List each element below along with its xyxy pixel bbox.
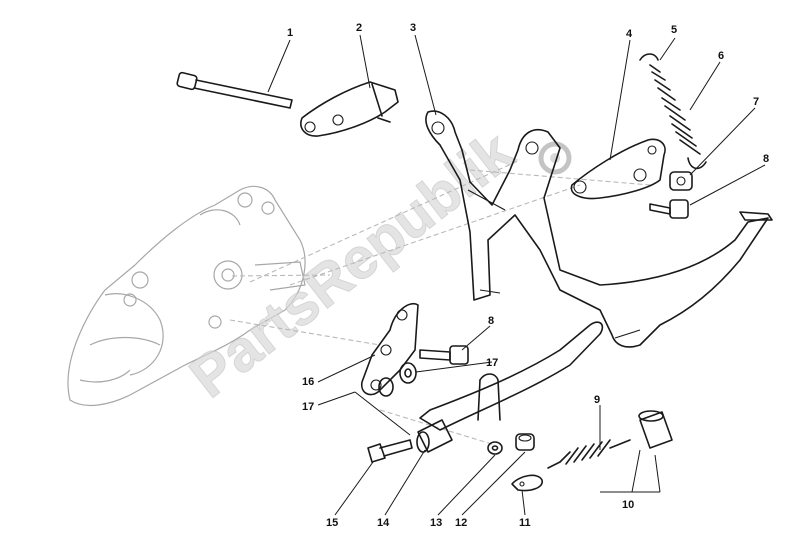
part-1-long-bolt xyxy=(176,71,293,109)
part-8-bolt-lower xyxy=(419,345,469,365)
callout-1: 1 xyxy=(287,27,293,39)
part-4-plate xyxy=(570,138,666,200)
callout-13: 13 xyxy=(430,517,442,529)
side-stand-leg xyxy=(419,321,604,431)
callout-9: 9 xyxy=(594,394,600,406)
callout-5: 5 xyxy=(671,24,677,36)
part-2-bracket xyxy=(300,81,399,137)
part-5-6-spring xyxy=(639,53,707,170)
watermark-gear-icon xyxy=(538,141,572,175)
part-9-spring xyxy=(547,439,631,469)
callout-2: 2 xyxy=(356,22,362,34)
part-7-nut xyxy=(669,171,693,191)
watermark-text: PartsRepublik xyxy=(178,118,526,410)
part-16-sidestand-bracket xyxy=(360,303,419,396)
callout-16: 16 xyxy=(302,376,314,388)
part-12-bush xyxy=(515,433,535,451)
engine-case-outline xyxy=(67,185,306,406)
callout-6: 6 xyxy=(718,50,724,62)
callout-3: 3 xyxy=(410,22,416,34)
callout-17-right: 17 xyxy=(486,357,498,369)
callout-17-left: 17 xyxy=(302,401,314,413)
callout-10: 10 xyxy=(622,499,634,511)
callout-15: 15 xyxy=(326,517,338,529)
callout-7: 7 xyxy=(753,96,759,108)
part-15-pin xyxy=(367,439,413,463)
callout-4: 4 xyxy=(626,28,633,40)
callout-14: 14 xyxy=(377,517,390,529)
callout-8-lower: 8 xyxy=(488,315,494,327)
callout-8-upper: 8 xyxy=(763,153,769,165)
callout-12: 12 xyxy=(455,517,467,529)
assembly-guide-lines xyxy=(229,159,651,446)
callout-11: 11 xyxy=(519,517,531,529)
part-8-bolt-upper xyxy=(649,199,689,219)
part-14-pivot xyxy=(416,419,453,453)
callout-numbers: 1 2 3 4 5 6 7 8 8 9 10 11 12 13 14 15 16… xyxy=(287,22,769,529)
part-17-washers xyxy=(378,362,417,397)
part-3-center-stand xyxy=(425,110,773,348)
leader-lines xyxy=(267,34,766,516)
part-10-sleeve xyxy=(638,410,673,449)
part-13-washer xyxy=(487,441,503,455)
part-11-clip xyxy=(511,474,543,492)
